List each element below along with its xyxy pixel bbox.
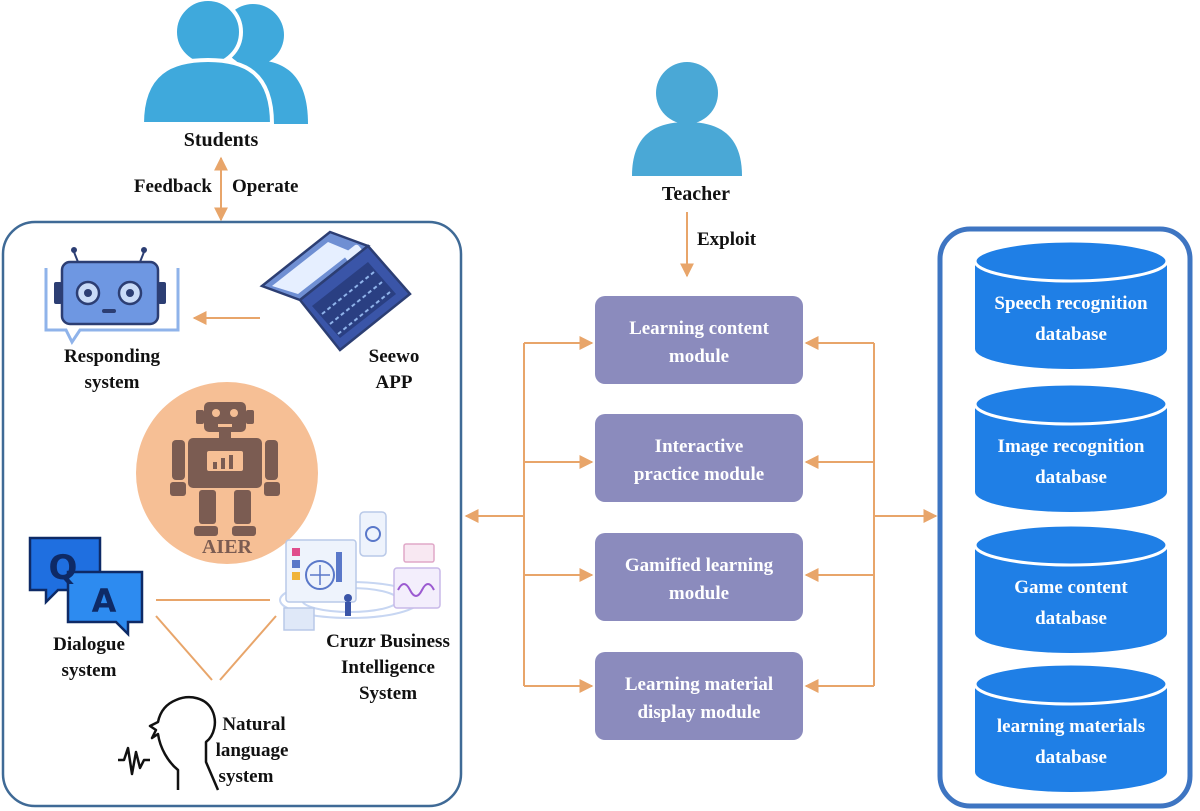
database-cylinder: learning materials database [973,662,1169,792]
module-label-line1: Learning material [625,674,773,695]
database-label-line1: learning materials [997,716,1145,737]
module-label-line2: display module [637,702,760,723]
operate-label: Operate [232,176,298,197]
database-label-line1: Game content [1014,577,1128,598]
module-label-line1: Gamified learning [625,555,774,576]
aier-robot-icon [170,402,280,536]
seewo-label-2: APP [376,372,413,393]
database-top [973,239,1169,283]
bus-arrows-group [524,336,594,693]
nls-label-1: Natural [222,714,285,735]
database-top [973,662,1169,706]
qa-a-letter: A [92,582,117,620]
cruzr-nls-link [219,615,277,681]
seewo-label-1: Seewo [369,346,420,367]
exploit-label: Exploit [697,229,757,250]
database-cylinder: Game content database [973,523,1169,653]
database-label-line1: Image recognition [998,436,1145,457]
database-cylinder: Image recognition database [973,382,1169,512]
dialogue-label-2: system [62,660,117,681]
database-body [975,261,1167,369]
nls-label-2: language [216,740,289,761]
teacher-label: Teacher [662,183,730,205]
database-label-line2: database [1035,467,1107,488]
database-top [973,382,1169,426]
database-body [975,404,1167,512]
dashboard-icon [279,511,441,631]
cruzr-label-1: Cruzr Business [326,631,450,652]
responding-label-1: Responding [64,346,161,367]
module-label-line1: Learning content [629,318,770,339]
database-cylinder: Speech recognition database [973,239,1169,369]
module-box: Learning content module [595,296,803,384]
modules-group: Learning contentmoduleInteractivepractic… [595,296,803,740]
module-rect [595,296,803,384]
cruzr-label-2: Intelligence [341,657,435,678]
dialogue-label-1: Dialogue [53,634,125,655]
speaking-head-icon [118,696,220,791]
laptop-icon [259,230,412,352]
feedback-label: Feedback [134,176,213,197]
module-label-line2: practice module [634,464,764,485]
db-arrows-group [804,336,874,693]
module-label-line1: Interactive [655,436,744,457]
teacher-icon [632,62,742,176]
module-rect [595,652,803,740]
nls-label-3: system [219,766,274,787]
module-label-line2: module [669,346,729,367]
module-box: Interactive practice module [595,414,803,502]
database-body [975,545,1167,653]
aier-system-panel [1,220,463,808]
qa-q-letter: Q [49,548,78,588]
students-icon [139,0,308,126]
aier-label: AIER [202,536,253,558]
module-box: Learning material display module [595,652,803,740]
responding-label-2: system [85,372,140,393]
module-rect [595,533,803,621]
students-label: Students [184,129,259,151]
cruzr-label-3: System [359,683,417,704]
robot-chat-icon [44,247,180,345]
dialogue-nls-link [155,615,213,681]
database-label-line2: database [1035,747,1107,768]
database-panel [937,226,1193,809]
database-label-line1: Speech recognition [994,293,1148,314]
module-box: Gamified learning module [595,533,803,621]
database-body [975,684,1167,792]
module-label-line2: module [669,583,729,604]
database-label-line2: database [1035,608,1107,629]
qa-icon: Q A [28,536,144,638]
database-top [973,523,1169,567]
database-label-line2: database [1035,324,1107,345]
module-rect [595,414,803,502]
